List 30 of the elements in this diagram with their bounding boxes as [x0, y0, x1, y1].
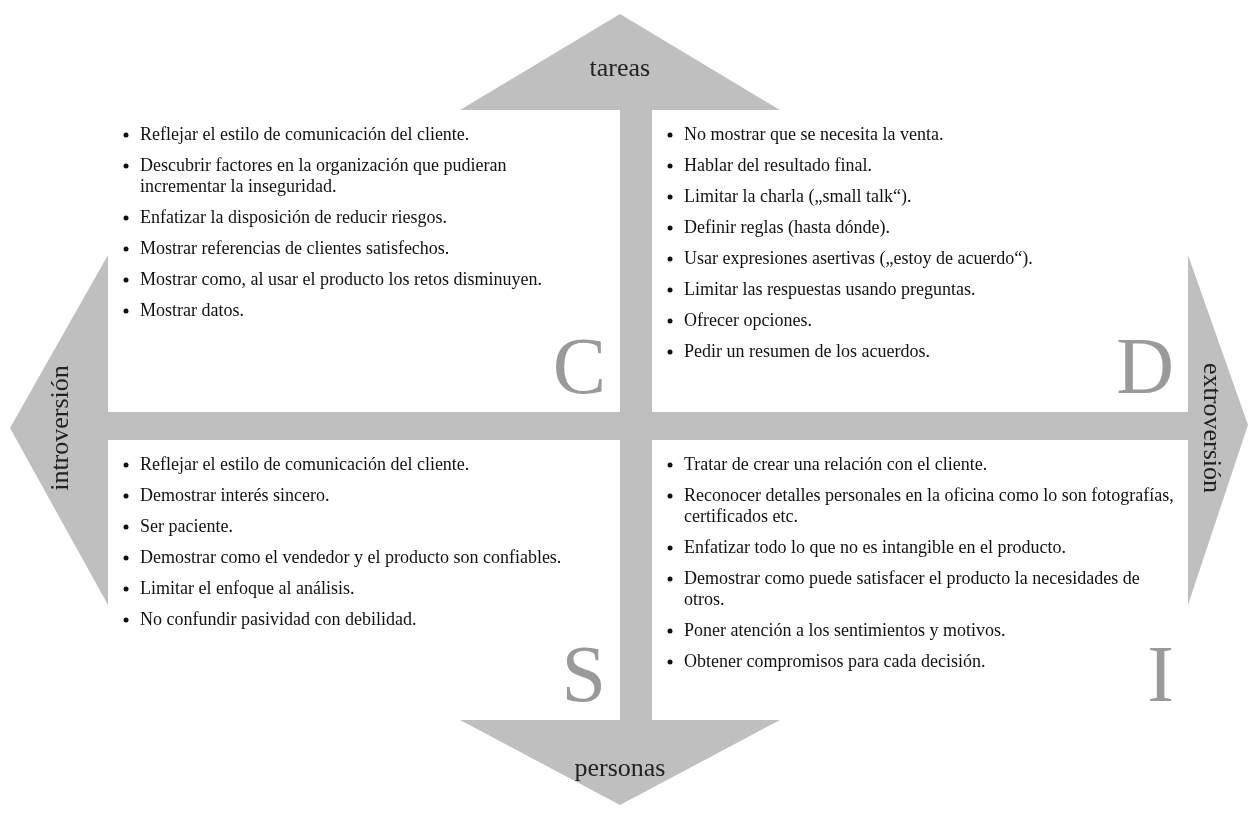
axis-label: introversión	[44, 365, 75, 491]
bullet-item: Reflejar el estilo de comunicación del cliente.	[140, 454, 570, 475]
axis-label: tareas	[589, 53, 651, 83]
bullet-item: Demostrar como el vendedor y el producto son confiables.	[140, 547, 570, 568]
bullet-item: Mostrar referencias de clientes satisfechos.	[140, 238, 580, 259]
bullet-item: Demostrar interés sincero.	[140, 485, 570, 506]
bullet-item: Mostrar datos.	[140, 300, 580, 321]
bullet-item: Tratar de crear una relación con el cliente.	[684, 454, 1174, 475]
axis-label: extroversión	[1197, 363, 1227, 493]
bullet-item: No mostrar que se necesita la venta.	[684, 124, 1194, 145]
bullet-item: Poner atención a los sentimientos y motivos.	[684, 620, 1174, 641]
bullet-item: Reflejar el estilo de comunicación del cliente.	[140, 124, 580, 145]
bullet-item: Limitar las respuestas usando preguntas.	[684, 279, 1194, 300]
bullet-item: Ofrecer opciones.	[684, 310, 1194, 331]
bullet-item: Usar expresiones asertivas („estoy de acuerdo“).	[684, 248, 1194, 269]
bullet-item: No confundir pasividad con debilidad.	[140, 609, 570, 630]
bullet-item: Mostrar como, al usar el producto los retos disminuyen.	[140, 269, 580, 290]
bullet-item: Definir reglas (hasta dónde).	[684, 217, 1194, 238]
bullet-item: Reconocer detalles personales en la oficina como lo son fotografías, certificados etc.	[684, 485, 1174, 527]
bullet-item: Enfatizar todo lo que no es intangible en el producto.	[684, 537, 1174, 558]
bullet-item: Limitar el enfoque al análisis.	[140, 578, 570, 599]
background-letter: C	[552, 326, 606, 406]
background-letter: S	[561, 634, 606, 714]
bullet-item: Demostrar como puede satisfacer el producto la necesidades de otros.	[684, 568, 1174, 610]
bullet-item: Descubrir factores en la organización que pudieran incrementar la inseguridad.	[140, 155, 580, 197]
bullet-item: Ser paciente.	[140, 516, 570, 537]
axis-label: personas	[574, 753, 666, 783]
bullet-item: Enfatizar la disposición de reducir riesgos.	[140, 207, 580, 228]
bullet-item: Hablar del resultado final.	[684, 155, 1194, 176]
bullet-item: Limitar la charla („small talk“).	[684, 186, 1194, 207]
